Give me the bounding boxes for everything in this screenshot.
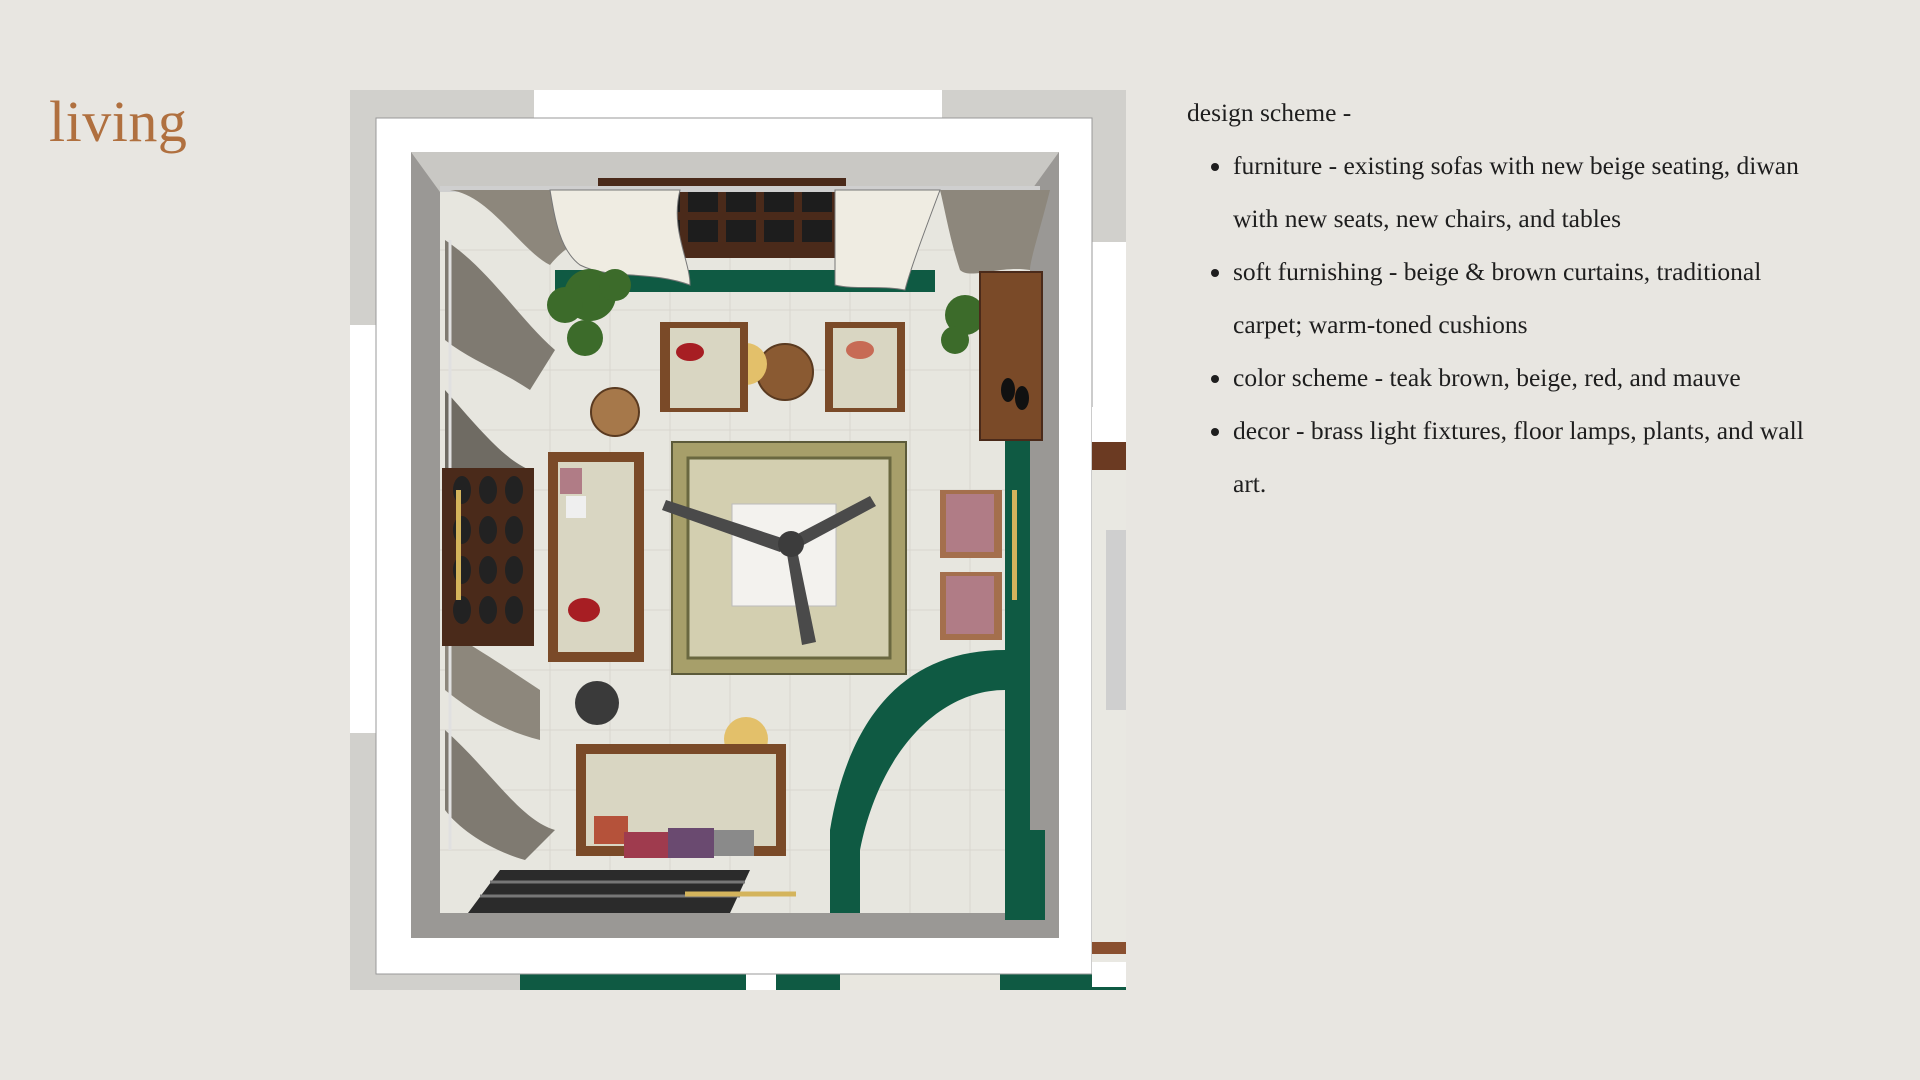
- list-item-furniture: furniture - existing sofas with new beig…: [1233, 139, 1827, 245]
- living-room-floor-plan: [350, 90, 1126, 990]
- page-title: living: [49, 89, 188, 154]
- design-scheme-list: furniture - existing sofas with new beig…: [1187, 139, 1827, 510]
- design-scheme: design scheme - furniture - existing sof…: [1187, 86, 1827, 510]
- list-item-soft-furnishing: soft furnishing - beige & brown curtains…: [1233, 245, 1827, 351]
- design-scheme-heading: design scheme -: [1187, 98, 1352, 127]
- list-item-decor: decor - brass light fixtures, floor lamp…: [1233, 404, 1827, 510]
- list-item-color-scheme: color scheme - teak brown, beige, red, a…: [1233, 351, 1827, 404]
